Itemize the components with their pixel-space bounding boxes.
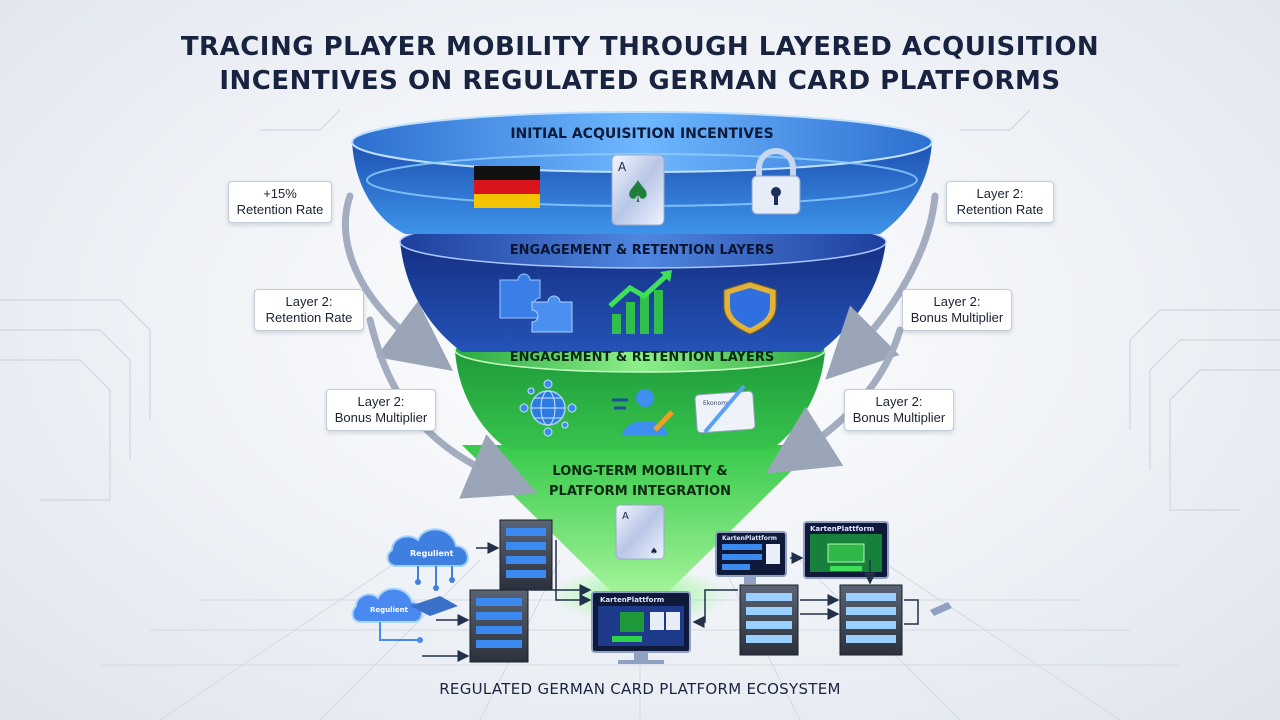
ace-card-icon: A ♠ bbox=[615, 504, 665, 560]
server-rack-right-2 bbox=[839, 584, 903, 656]
callout-right-2: Layer 2: Bonus Multiplier bbox=[902, 289, 1012, 331]
svg-text:A: A bbox=[622, 511, 629, 522]
puzzle-pieces-icon bbox=[499, 273, 573, 333]
monitor-left-small bbox=[715, 531, 787, 584]
cloud-top-label: Regulient bbox=[410, 549, 454, 558]
monitor-left-label: KartenPlattform bbox=[722, 535, 778, 542]
layer-1-title: INITIAL ACQUISITION INCENTIVES bbox=[510, 126, 774, 142]
layer-4-title: LONG-TERM MOBILITY & PLATFORM INTEGRATIO… bbox=[490, 462, 790, 502]
callout-right-1-line-1: Layer 2: bbox=[976, 186, 1024, 201]
callout-left-1-line-2: Retention Rate bbox=[236, 202, 324, 217]
server-rack-left-top bbox=[499, 519, 553, 591]
page-title-line-1: TRACING PLAYER MOBILITY THROUGH LAYERED … bbox=[180, 32, 1100, 62]
server-rack-right-1 bbox=[739, 584, 799, 656]
regulator-cloud-bottom bbox=[351, 587, 458, 643]
shield-icon bbox=[723, 281, 777, 335]
german-flag-icon bbox=[474, 166, 540, 208]
monitor-right-label: KartenPlattform bbox=[810, 525, 875, 533]
layer-4-title-line-2: PLATFORM INTEGRATION bbox=[549, 484, 731, 499]
callout-right-1-line-2: Retention Rate bbox=[956, 202, 1044, 217]
layer-4-title-line-1: LONG-TERM MOBILITY & bbox=[552, 464, 728, 479]
ace-of-spades-card-icon: A ♠ bbox=[611, 154, 665, 226]
callout-left-2-line-2: Retention Rate bbox=[265, 310, 353, 325]
user-profile-icon bbox=[612, 389, 674, 436]
regulator-cloud-top bbox=[386, 528, 469, 591]
callout-right-3-line-2: Bonus Multiplier bbox=[852, 410, 946, 425]
connector-plug-icon bbox=[930, 602, 952, 616]
page-title-line-2: INCENTIVES ON REGULATED GERMAN CARD PLAT… bbox=[219, 66, 1061, 96]
callout-left-3-line-2: Bonus Multiplier bbox=[334, 410, 428, 425]
page-title: TRACING PLAYER MOBILITY THROUGH LAYERED … bbox=[0, 30, 1280, 98]
server-rack-left-bottom bbox=[469, 589, 529, 663]
payment-card-icon: Ekonomy bbox=[694, 384, 756, 434]
ecosystem-footer-title: REGULATED GERMAN CARD PLATFORM ECOSYSTEM bbox=[439, 680, 841, 698]
svg-text:♠: ♠ bbox=[650, 547, 658, 557]
cloud-bottom-label: Regulient bbox=[370, 606, 409, 614]
svg-text:Ekonomy: Ekonomy bbox=[703, 400, 731, 407]
ecosystem-connectors bbox=[422, 540, 919, 662]
callout-right-3-line-1: Layer 2: bbox=[875, 394, 923, 409]
callout-right-2-line-2: Bonus Multiplier bbox=[910, 310, 1004, 325]
callout-left-2-line-1: Layer 2: bbox=[285, 294, 333, 309]
monitor-center-label: KartenPlattform bbox=[600, 596, 665, 604]
callout-left-3-line-1: Layer 2: bbox=[357, 394, 405, 409]
callout-right-2-line-1: Layer 2: bbox=[933, 294, 981, 309]
callout-left-2: Layer 2: Retention Rate bbox=[254, 289, 364, 331]
background-circuit-lines bbox=[0, 109, 1280, 511]
monitor-right bbox=[803, 521, 889, 579]
layer-3-title: ENGAGEMENT & RETENTION LAYERS bbox=[509, 350, 775, 365]
callout-left-1-line-1: +15% bbox=[263, 186, 297, 201]
callout-right-1: Layer 2: Retention Rate bbox=[946, 181, 1054, 223]
svg-text:♠: ♠ bbox=[625, 175, 652, 210]
callout-left-1: +15% Retention Rate bbox=[228, 181, 332, 223]
callout-right-3: Layer 2: Bonus Multiplier bbox=[844, 389, 954, 431]
svg-text:A: A bbox=[618, 160, 627, 174]
monitor-center bbox=[591, 591, 691, 664]
network-globe-icon bbox=[519, 379, 577, 437]
layer-2-title: ENGAGEMENT & RETENTION LAYERS bbox=[509, 243, 775, 258]
growth-chart-icon bbox=[608, 270, 672, 334]
callout-left-3: Layer 2: Bonus Multiplier bbox=[326, 389, 436, 431]
padlock-icon bbox=[751, 148, 801, 215]
